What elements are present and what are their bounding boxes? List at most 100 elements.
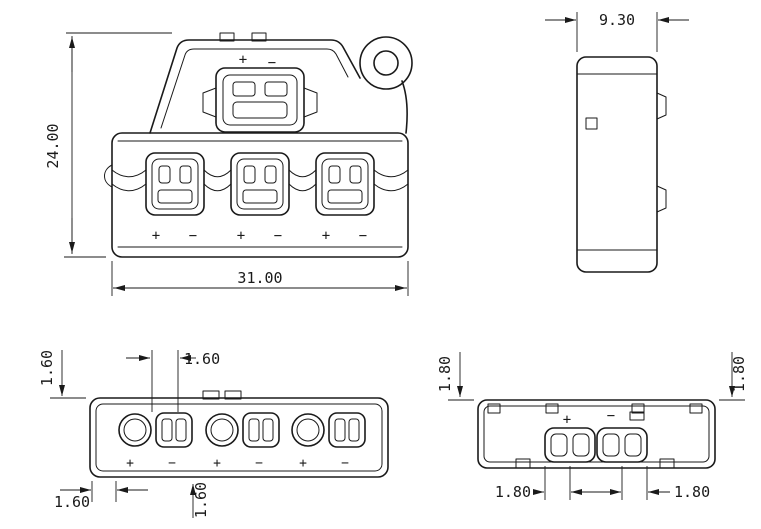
front-top-minus-mark: −	[268, 55, 276, 71]
top-tab-2	[224, 390, 242, 400]
front-terminal-3	[315, 152, 375, 216]
terminal-slot	[157, 189, 193, 204]
minus-mark: −	[359, 228, 367, 244]
back-outline	[477, 399, 716, 469]
clamp-slot	[334, 418, 346, 442]
mounting-ear-outer	[359, 36, 413, 90]
back-inner	[483, 405, 710, 463]
terminal-inner	[151, 158, 199, 210]
dim-back-left: 1.80	[436, 352, 474, 401]
terminal-inner	[236, 158, 284, 210]
back-slot-mark	[629, 411, 645, 421]
plus-mark: +	[213, 456, 221, 471]
terminal-slot	[243, 165, 256, 184]
front-top-inner-line	[160, 48, 349, 129]
lever-bump	[104, 164, 113, 188]
terminal-slot	[158, 165, 171, 184]
side-outline	[576, 56, 658, 273]
dim-top-bottom-center-label: 1.60	[192, 482, 210, 518]
clamp-slot	[262, 418, 274, 442]
top-body	[89, 390, 389, 478]
terminal-outline	[145, 152, 205, 216]
side-view: 9.30	[545, 11, 689, 273]
plus-mark: +	[126, 456, 134, 471]
plus-mark: +	[299, 456, 307, 471]
port-outer	[205, 413, 239, 447]
clamp-outline	[242, 412, 280, 448]
terminal-inner	[222, 74, 298, 126]
minus-mark: −	[255, 456, 263, 471]
front-polarity-row: + − + − + −	[152, 228, 367, 244]
terminal-slot	[264, 81, 288, 97]
dim-top-bottom-center: 1.60	[190, 482, 210, 518]
dim-side-label: 9.30	[599, 11, 635, 29]
back-tab	[631, 403, 645, 414]
clamp-slot	[572, 433, 590, 457]
terminal-inner	[321, 158, 369, 210]
dim-top-pitch-label: 1.60	[184, 350, 220, 368]
side-clip-bottom	[656, 185, 667, 213]
side-window	[585, 117, 598, 130]
port-inner	[296, 418, 320, 442]
port-outer	[118, 413, 152, 447]
front-top-slope	[149, 39, 361, 134]
top-polarity-row: + − + − + −	[126, 456, 349, 471]
terminal-slot	[242, 189, 278, 204]
dim-front-width: 31.00	[111, 261, 409, 296]
mounting-hole	[373, 50, 399, 76]
clamp-slot	[602, 433, 620, 457]
side-body	[576, 56, 667, 273]
terminal-slot	[179, 165, 192, 184]
minus-mark: −	[607, 408, 615, 424]
dim-height-label: 24.00	[44, 123, 62, 168]
terminal-slot	[232, 101, 288, 119]
back-foot	[659, 458, 675, 469]
front-terminal-2	[230, 152, 290, 216]
top-terminal-group-2	[205, 412, 280, 448]
plus-mark: +	[563, 412, 571, 428]
front-right-slope	[401, 80, 408, 134]
front-terminal-1	[145, 152, 205, 216]
terminal-outline	[230, 152, 290, 216]
dim-front-height: 24.00	[44, 32, 172, 258]
terminal-slot	[264, 165, 277, 184]
dim-top-left-label: 1.60	[38, 350, 56, 386]
dim-back-bottom-right-label: 1.80	[674, 483, 710, 501]
clamp-outline	[544, 427, 596, 463]
side-clip-top	[656, 92, 667, 120]
dim-back-bottom-left-label: 1.80	[495, 483, 531, 501]
minus-mark: −	[274, 228, 282, 244]
front-bus-wave	[104, 164, 409, 192]
dim-top-pitch: 1.60	[126, 350, 220, 412]
top-inner	[95, 403, 383, 472]
terminal-slot	[232, 81, 256, 97]
clamp-slot	[550, 433, 568, 457]
clamp-slot	[161, 418, 173, 442]
dim-back-bottom: 1.80 1.80	[495, 466, 710, 501]
terminal-wing-right	[303, 87, 318, 118]
back-tab	[545, 403, 559, 414]
front-base	[111, 132, 409, 258]
back-clamp-pair-2	[596, 427, 648, 463]
back-view: + − 1.80 1.80	[436, 352, 748, 501]
port-inner	[210, 418, 234, 442]
back-body	[477, 399, 716, 469]
plus-mark: +	[237, 228, 245, 244]
minus-mark: −	[341, 456, 349, 471]
dim-top-bottom-left-label: 1.60	[54, 493, 90, 511]
plus-mark: +	[322, 228, 330, 244]
front-top-vent-1	[219, 32, 235, 42]
front-top-plus-mark: +	[239, 52, 247, 68]
back-foot	[515, 458, 531, 469]
dim-back-left-label: 1.80	[436, 356, 454, 392]
terminal-outline	[215, 67, 305, 133]
plus-mark: +	[152, 228, 160, 244]
front-top-terminal	[202, 67, 318, 133]
back-clamp-pair-1	[544, 427, 596, 463]
clamp-slot	[348, 418, 360, 442]
dim-top-bottom-left: 1.60	[54, 481, 148, 511]
terminal-slot	[327, 189, 363, 204]
top-view: + − + − + − 1.60 1.60 1.60	[38, 350, 389, 518]
